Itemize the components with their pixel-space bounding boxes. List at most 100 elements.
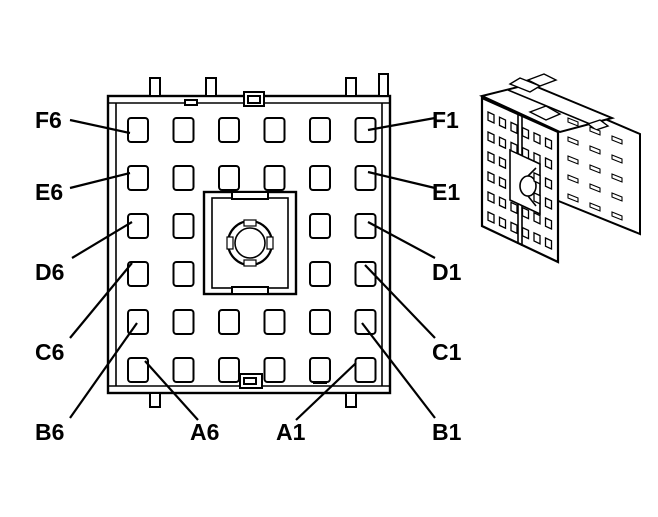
cavity-f2: [309, 117, 331, 143]
perspective-side-slot: [589, 126, 601, 136]
perspective-cavity: [498, 176, 507, 190]
cavity-e1: [354, 165, 377, 191]
label-b1: B1: [432, 419, 462, 445]
perspective-cavity: [498, 216, 507, 230]
perspective-cavity: [487, 130, 495, 145]
label-d1: D1: [432, 259, 462, 285]
perspective-cavity: [510, 141, 518, 155]
cavity-a5: [172, 357, 195, 383]
label-f1: F1: [432, 107, 459, 133]
perspective-cavity: [510, 201, 518, 215]
cavity-e3: [263, 165, 286, 191]
perspective-cavity: [498, 196, 507, 210]
perspective-cavity: [533, 151, 541, 165]
perspective-cavity: [498, 156, 507, 170]
top-latch-tabs: [149, 73, 389, 107]
cavity-a2: [309, 357, 331, 383]
connector-face-view: F6 E6 D6 C6 B6 A6 A1 B1 C1 D1 E1 F1: [35, 73, 462, 445]
perspective-cavity: [544, 236, 553, 251]
perspective-cavity: [521, 126, 530, 140]
cavity-f3: [263, 117, 286, 143]
leader-c6: [69, 262, 133, 339]
connector-perspective-view: [479, 73, 641, 264]
label-c6: C6: [35, 339, 64, 365]
cavity-d6: [127, 213, 149, 239]
cavity-c6: [127, 261, 149, 287]
leader-a1: [295, 362, 357, 421]
cavity-e4: [218, 165, 240, 191]
perspective-cavity: [498, 136, 507, 150]
cavity-d1: [354, 213, 377, 239]
perspective-side-slot: [611, 135, 623, 145]
label-f6: F6: [35, 107, 62, 133]
cavity-b4: [218, 309, 240, 335]
cavity-e5: [172, 165, 195, 191]
perspective-cavity: [533, 191, 541, 205]
perspective-side-slot: [589, 164, 601, 174]
perspective-cavity: [487, 190, 495, 205]
label-e6: E6: [35, 179, 63, 205]
cavity-f4: [218, 117, 240, 143]
perspective-cavity: [498, 116, 507, 130]
perspective-side-slots: [567, 117, 623, 221]
label-a1: A1: [276, 419, 306, 445]
cavity-c1: [354, 261, 377, 287]
label-b6: B6: [35, 419, 64, 445]
cavity-e2: [309, 165, 331, 191]
perspective-cavity: [544, 196, 553, 211]
cavity-a3: [263, 357, 286, 383]
perspective-cavity-grid: [487, 110, 553, 251]
perspective-side-slot: [589, 183, 601, 193]
leader-lines: [69, 116, 436, 421]
leader-e1: [367, 170, 436, 190]
cavity-a6: [127, 357, 149, 383]
perspective-side-slot: [611, 211, 623, 221]
cavity-c2: [309, 261, 331, 287]
perspective-cavity: [521, 146, 530, 160]
cavity-a4: [218, 357, 240, 383]
cavity-b2: [309, 309, 331, 335]
cavity-f1: [354, 117, 377, 143]
perspective-cavity: [533, 131, 541, 145]
leader-d1: [367, 221, 436, 259]
leader-a6: [144, 360, 199, 421]
leader-b1: [361, 322, 436, 419]
cavity-b3: [263, 309, 286, 335]
perspective-cavity: [510, 121, 518, 135]
perspective-cavity: [544, 176, 553, 191]
perspective-cavity: [510, 221, 518, 235]
leader-c1: [364, 264, 436, 339]
perspective-cavity: [487, 210, 495, 225]
cavity-a1: [354, 357, 377, 383]
perspective-cavity: [521, 226, 530, 240]
perspective-cavity: [533, 171, 541, 185]
perspective-cavity: [521, 206, 530, 220]
perspective-side-slot: [611, 192, 623, 202]
perspective-side-slot: [589, 202, 601, 212]
perspective-side-slot: [611, 173, 623, 183]
cavity-grid: [127, 117, 377, 383]
perspective-side-slot: [567, 136, 579, 146]
leader-f1: [367, 116, 436, 132]
perspective-side-slot: [589, 145, 601, 155]
leader-d6: [71, 221, 133, 259]
perspective-side-slot: [567, 155, 579, 165]
perspective-cavity: [487, 170, 495, 185]
cavity-d2: [309, 213, 331, 239]
center-hub-block: [202, 190, 298, 296]
perspective-cavity: [487, 110, 495, 125]
perspective-side-slot: [567, 117, 579, 127]
leader-b6: [69, 322, 138, 419]
label-a6: A6: [190, 419, 219, 445]
pin-labels: F6 E6 D6 C6 B6 A6 A1 B1 C1 D1 E1 F1: [35, 107, 462, 445]
leader-f6: [69, 118, 131, 135]
cavity-d5: [172, 213, 195, 239]
label-c1: C1: [432, 339, 462, 365]
perspective-cavity: [544, 136, 553, 151]
perspective-cavity: [533, 231, 541, 245]
label-d6: D6: [35, 259, 64, 285]
perspective-side-slot: [611, 154, 623, 164]
leader-e6: [69, 171, 131, 190]
cavity-c5: [172, 261, 195, 287]
